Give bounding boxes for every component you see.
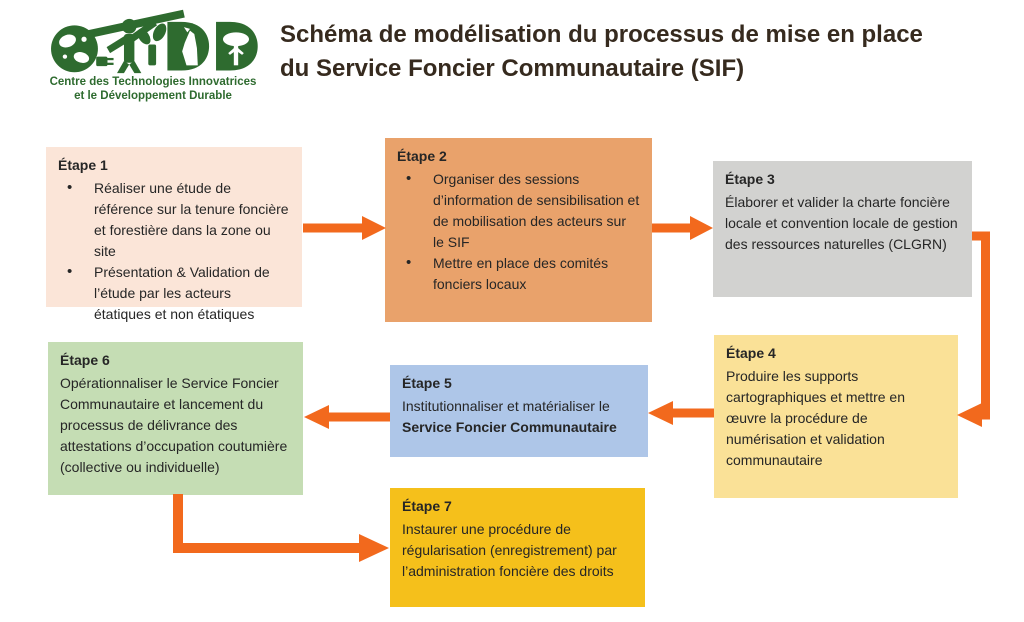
step-text: Opérationnaliser le Service Foncier Comm… <box>60 375 288 475</box>
step-box-etape-4: Étape 4 Produire les supports cartograph… <box>714 335 958 498</box>
step-box-etape-1: Étape 1 Réaliser une étude de référence … <box>46 147 302 322</box>
page-title-line1: Schéma de modélisation du processus de m… <box>280 21 923 48</box>
arrow-etape6-to-etape7 <box>173 494 389 562</box>
arrow-etape4-to-etape5 <box>648 401 714 425</box>
ctidd-logo-graphic <box>50 9 258 74</box>
page-title-line2: du Service Foncier Communautaire (SIF) <box>280 55 745 83</box>
step-bullet: Organiser des sessions d’information de … <box>397 168 640 253</box>
step-title: Étape 7 <box>402 498 452 514</box>
plug-icon <box>95 56 114 67</box>
step-title: Étape 1 <box>58 157 108 173</box>
step-box-etape-6: Étape 6 Opérationnaliser le Service Fonc… <box>48 342 303 495</box>
step-bullet-list: Réaliser une étude de référence sur la t… <box>58 177 290 325</box>
step-box-etape-2: Étape 2 Organiser des sessions d’informa… <box>385 138 652 322</box>
sprout-icon <box>136 23 166 66</box>
ctidd-logo: Centre des Technologies Innovatrices et … <box>36 8 270 104</box>
step-bullet-list: Organiser des sessions d’information de … <box>397 168 640 295</box>
step-bullet: Mettre en place des comités fonciers loc… <box>397 252 640 295</box>
arrow-etape2-to-etape3 <box>652 216 713 240</box>
arrow-etape5-to-etape6 <box>304 405 390 429</box>
step-box-etape-7: Étape 7 Instaurer une procédure de régul… <box>390 488 645 607</box>
arrow-etape1-to-etape2 <box>303 216 386 240</box>
step-text: Élaborer et valider la charte foncière l… <box>725 194 958 252</box>
step-title: Étape 2 <box>397 148 447 164</box>
step-title: Étape 5 <box>402 375 452 391</box>
step-text-bold: Service Foncier Communautaire <box>402 419 617 435</box>
giraffe-d-icon <box>166 21 209 71</box>
step-box-etape-5: Étape 5 Institutionnaliser et matérialis… <box>390 365 648 457</box>
step-text: Instaurer une procédure de régularisatio… <box>402 521 617 579</box>
page-title: Schéma de modélisation du processus de m… <box>280 18 940 86</box>
step-title: Étape 3 <box>725 171 775 187</box>
step-bullet: Présentation & Validation de l’étude par… <box>58 261 290 325</box>
step-bullet: Réaliser une étude de référence sur la t… <box>58 177 290 262</box>
globe-icon <box>50 25 98 73</box>
tree-d-icon <box>215 21 258 71</box>
step-box-etape-3: Étape 3 Élaborer et valider la charte fo… <box>713 161 972 297</box>
logo-caption: Centre des Technologies Innovatrices et … <box>36 75 270 104</box>
step-text: Produire les supports cartographiques et… <box>726 368 905 468</box>
step-title: Étape 4 <box>726 345 776 361</box>
logo-caption-line1: Centre des Technologies Innovatrices <box>49 76 257 88</box>
logo-caption-line2: et le Développement Durable <box>74 90 232 103</box>
step-title: Étape 6 <box>60 352 110 368</box>
